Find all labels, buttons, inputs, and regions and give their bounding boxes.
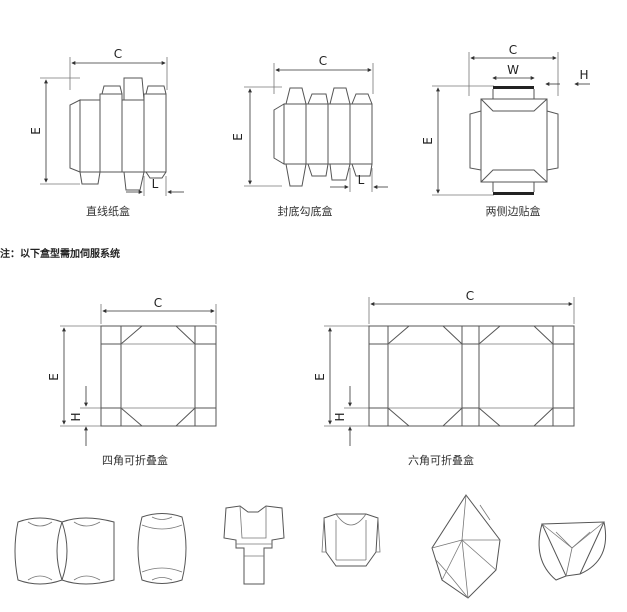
double-side-glue-box-diagram: C W H E 两侧边贴盒 <box>421 43 590 218</box>
dim-h-label: H <box>69 412 83 421</box>
servo-note: 注：以下盒型需加伺服系统 <box>0 247 120 260</box>
hexagon-box-icon <box>431 494 501 599</box>
dim-l-label: L <box>358 173 365 187</box>
dim-l-label: L <box>152 177 159 191</box>
straight-tuck-box-diagram: C E L 直线纸盒 <box>29 47 184 218</box>
dim-h-label: H <box>333 412 347 421</box>
dim-c-label: C <box>154 296 162 310</box>
box-name-straight-tuck: 直线纸盒 <box>86 204 130 218</box>
dim-e-label: E <box>231 133 245 141</box>
dim-h-label: H <box>579 68 588 82</box>
dim-c-label: C <box>466 289 474 303</box>
dim-w-label: W <box>507 63 519 77</box>
box-name-lock-bottom: 封底勾底盒 <box>278 204 333 218</box>
six-corner-box-diagram: C E H 六角可折叠盒 <box>313 289 575 467</box>
dim-e-label: E <box>421 137 435 145</box>
tray-box-icon <box>321 513 381 567</box>
pillow-box-icon <box>14 517 115 585</box>
pillow-box-small-icon <box>137 513 187 584</box>
box-name-six-corner: 六角可折叠盒 <box>408 453 474 467</box>
shirt-box-icon <box>223 505 285 585</box>
dim-c-label: C <box>319 54 327 68</box>
box-name-double-side-glue: 两侧边贴盒 <box>486 204 541 218</box>
dim-e-label: E <box>47 373 61 381</box>
box-name-four-corner: 四角可折叠盒 <box>102 453 168 467</box>
four-corner-box-diagram: C E H 四角可折叠盒 <box>47 296 217 467</box>
dim-e-label: E <box>29 127 43 135</box>
dim-e-label: E <box>313 373 327 381</box>
dim-c-label: C <box>114 47 122 61</box>
lock-bottom-box-diagram: C E L 封底勾底盒 <box>231 54 388 218</box>
triangle-box-icon <box>538 521 607 581</box>
dim-c-label: C <box>509 43 517 57</box>
